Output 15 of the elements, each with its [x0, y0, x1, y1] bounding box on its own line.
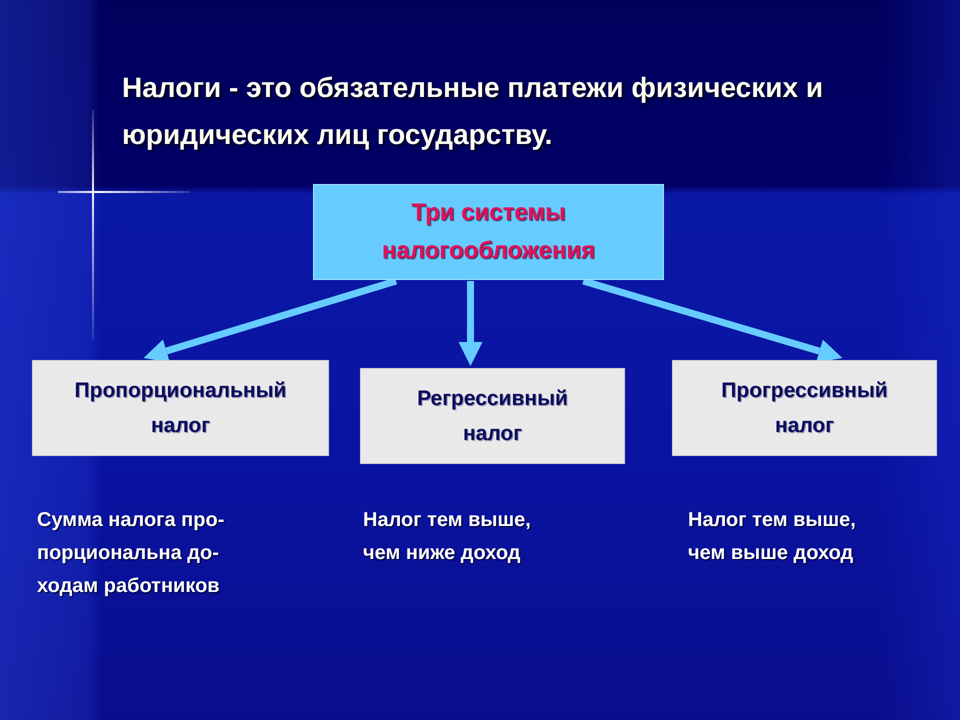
heading-box: [313, 184, 664, 280]
arrow: [582, 278, 842, 363]
tax-type-box: [360, 368, 625, 464]
description-text: Налог тем выше, чем ниже доход: [363, 508, 532, 566]
box-label: Регрессивный налог: [416, 386, 569, 447]
description-text: Сумма налога про- порциональна до- ходам работников: [37, 508, 226, 599]
tax-type-box: [672, 360, 937, 456]
slide-title: Налоги - это обязательные платежи физических и юридических лиц государству.: [122, 71, 824, 152]
tax-type-box: [32, 360, 329, 456]
box-label: Прогрессивный налог: [720, 378, 889, 439]
description-text: Налог тем выше, чем выше доход: [688, 508, 857, 566]
arrow: [144, 278, 398, 362]
box-label: Пропорциональный налог: [74, 378, 288, 439]
box-label: Три системы налогообложения: [380, 198, 596, 266]
arrow: [458, 281, 482, 366]
